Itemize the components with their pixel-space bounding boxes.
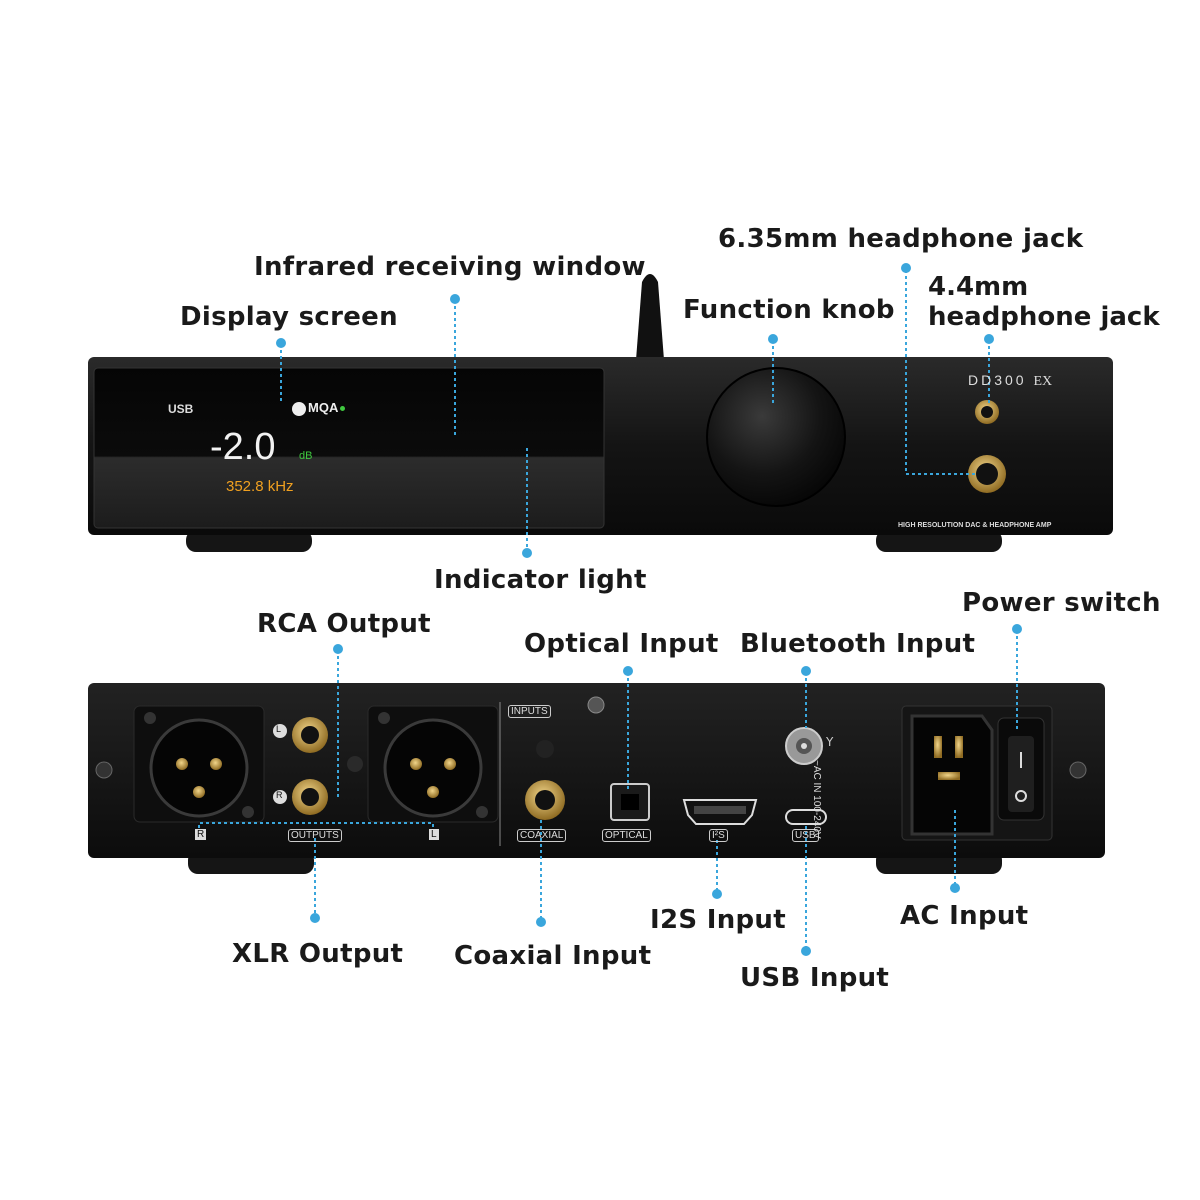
callout-dots <box>276 263 1022 956</box>
function-knob <box>706 367 846 507</box>
xlr-output-left <box>367 705 499 823</box>
callout-headphone-44-line2: headphone jack <box>928 302 1160 332</box>
rear-rca-left-marker: L <box>276 724 282 734</box>
callout-coaxial-input: Coaxial Input <box>454 941 652 971</box>
callout-indicator: Indicator light <box>434 565 647 595</box>
lcd-volume-unit: dB <box>299 450 313 462</box>
rca-outputs <box>273 717 363 815</box>
model-suffix: EX <box>1033 374 1053 389</box>
front-unit <box>88 274 1113 552</box>
lcd-source: USB <box>168 402 194 416</box>
model-number: DD300 <box>968 372 1027 388</box>
rear-ac-rating: ~AC IN 100-240V <box>811 760 822 839</box>
callout-bluetooth-input: Bluetooth Input <box>740 629 976 659</box>
mqa-icon <box>292 401 306 416</box>
rear-unit: Y <box>88 683 1105 874</box>
front-glass <box>93 367 605 529</box>
xlr-output-right <box>133 705 265 823</box>
lcd-volume: -2.0 <box>210 426 276 468</box>
rear-outputs-label: OUTPUTS <box>288 829 342 842</box>
usb-c-jack <box>785 809 827 825</box>
i2s-jack <box>682 799 758 825</box>
rear-usb-label: USB <box>792 829 819 842</box>
callout-power-switch: Power switch <box>962 588 1161 618</box>
callout-infrared: Infrared receiving window <box>254 252 646 282</box>
front-foot-left <box>186 530 312 552</box>
callout-headphone-44: 4.4mm headphone jack <box>928 272 1160 332</box>
optical-jack <box>610 783 650 821</box>
bluetooth-antenna-jack: Y <box>785 727 834 765</box>
antenna <box>636 274 664 360</box>
rear-xlr-right-marker: R <box>195 829 207 840</box>
front-tagline: HIGH RESOLUTION DAC & HEADPHONE AMP <box>898 522 1052 529</box>
callout-display: Display screen <box>180 302 398 332</box>
power-switch <box>997 717 1045 821</box>
callout-xlr-output: XLR Output <box>232 939 404 969</box>
svg-text:Y: Y <box>825 735 834 749</box>
rear-optical-label: OPTICAL <box>602 829 651 842</box>
callout-headphone-44-line1: 4.4mm <box>928 272 1029 302</box>
rear-rca-right-marker: R <box>276 790 283 800</box>
callout-rca-output: RCA Output <box>257 609 431 639</box>
model-name: DD300 EX <box>968 372 1052 390</box>
callout-usb-input: USB Input <box>740 963 890 993</box>
mqa-indicator <box>340 406 346 412</box>
lcd-sample-rate: 352.8 kHz <box>226 478 294 495</box>
front-foot-right <box>876 530 1002 552</box>
callout-function-knob: Function knob <box>683 295 895 325</box>
callout-i2s-input: I2S Input <box>650 905 786 935</box>
rear-chassis <box>88 683 1105 858</box>
mqa-label: MQA <box>308 400 339 415</box>
coaxial-jack <box>525 780 565 820</box>
rear-inputs-label: INPUTS <box>508 705 551 718</box>
rear-i2s-label: I²S <box>709 829 728 842</box>
callout-optical-input: Optical Input <box>524 629 719 659</box>
rear-xlr-left-marker: L <box>429 829 439 840</box>
callout-ac-input: AC Input <box>900 901 1029 931</box>
callout-headphone-635: 6.35mm headphone jack <box>718 224 1084 254</box>
rear-coaxial-label: COAXIAL <box>517 829 567 842</box>
callout-leaders <box>280 270 1018 950</box>
mqa-logo: MQA <box>292 400 346 416</box>
